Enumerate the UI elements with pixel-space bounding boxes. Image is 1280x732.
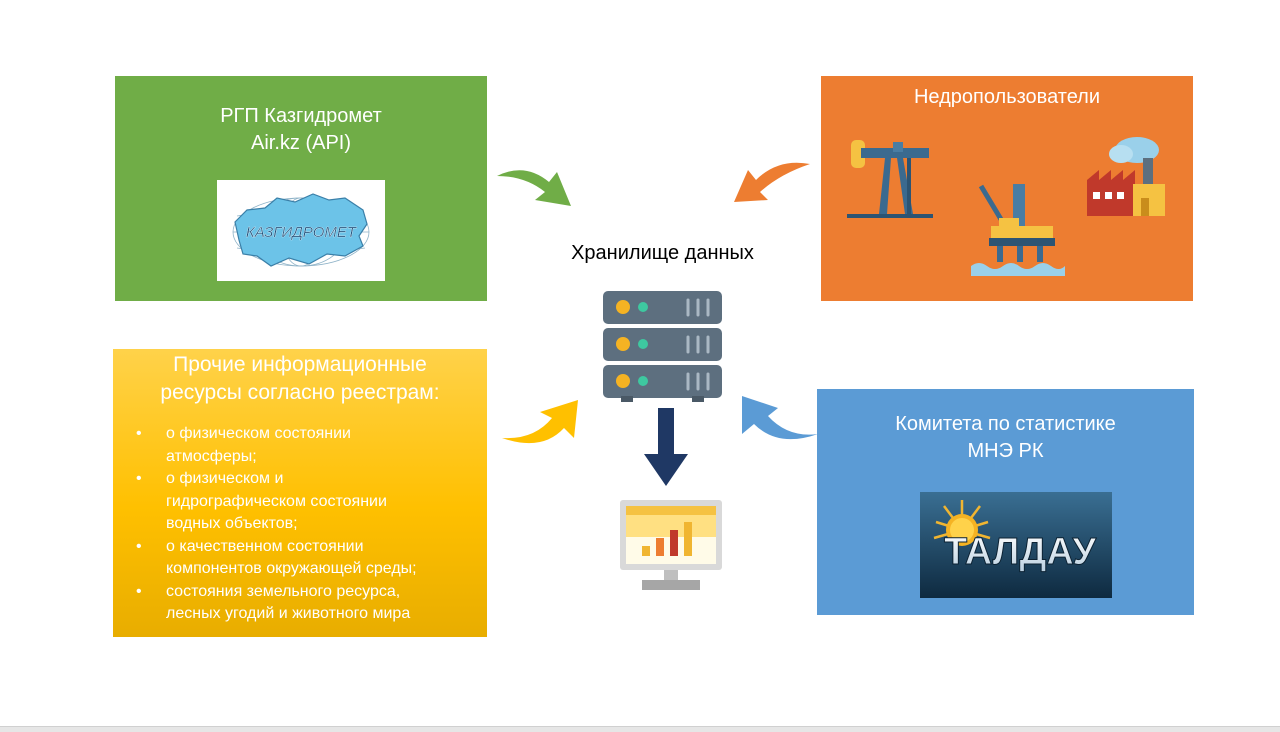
statistics-box: Комитета по статистике МНЭ РК: [817, 389, 1194, 615]
list-item: • состояния земельного ресурса, лесных у…: [113, 581, 466, 626]
taldau-logo-text: ТАЛДАУ: [944, 531, 1096, 573]
list-item-text: состояния земельного ресурса,: [166, 582, 401, 600]
other-resources-title-line1: Прочие информационные: [173, 353, 427, 376]
list-item-text: о качественном состоянии: [166, 537, 364, 555]
kazhydromet-box: РГП Казгидромет Air.kz (API) КАЗГИДРОМЕТ: [115, 76, 487, 301]
other-resources-box: Прочие информационные ресурсы согласно р…: [113, 349, 487, 637]
kazhydromet-title-line1: РГП Казгидромет: [220, 105, 382, 127]
list-item: • о физическом состоянии атмосферы;: [113, 423, 466, 468]
down-arrow-icon: [644, 408, 688, 486]
other-resources-title: Прочие информационные ресурсы согласно р…: [113, 351, 487, 407]
list-item-text: лесных угодий и животного мира: [166, 605, 411, 622]
taldau-logo: ТАЛДАУ: [920, 492, 1112, 598]
kazhydromet-title-line2: Air.kz (API): [250, 132, 351, 154]
blue-arrow-icon: [742, 396, 818, 440]
yellow-arrow-icon: [502, 400, 578, 444]
bullet-icon: •: [136, 582, 142, 600]
list-item-text: о физическом и: [166, 470, 284, 487]
list-item: • о физическом и гидрографическом состоя…: [113, 468, 466, 536]
oil-platform-icon: [971, 184, 1065, 276]
kazakhstan-map-icon: КАЗГИДРОМЕТ: [232, 193, 370, 267]
monitor-chart-icon: [620, 500, 722, 590]
taldau-logo-icon: ТАЛДАУ: [920, 492, 1112, 598]
list-item-text: гидрографическом состоянии: [166, 492, 387, 510]
list-item-text: атмосферы;: [166, 447, 257, 465]
kazhydromet-logo-text: КАЗГИДРОМЕТ: [246, 224, 358, 241]
list-item-text: компонентов окружающей среды;: [166, 560, 417, 577]
statistics-title-line2: МНЭ РК: [967, 440, 1044, 462]
bullet-icon: •: [136, 470, 142, 487]
subsoil-users-title: Недропользователи: [913, 86, 1101, 108]
subsoil-users-box: Недропользователи: [821, 76, 1193, 301]
kazhydromet-title: РГП Казгидромет Air.kz (API): [115, 103, 487, 157]
other-resources-title-line2: ресурсы согласно реестрам:: [160, 381, 440, 404]
kazhydromet-logo: КАЗГИДРОМЕТ: [217, 180, 385, 281]
bullet-icon: •: [136, 537, 142, 555]
list-item-text: о физическом состоянии: [166, 425, 351, 442]
list-item: • о качественном состоянии компонентов о…: [113, 536, 466, 581]
statistics-title: Комитета по статистике МНЭ РК: [817, 411, 1194, 465]
factory-icon: [1087, 137, 1165, 216]
bottom-bar: [0, 726, 1280, 732]
list-item-text: водных объектов;: [166, 515, 298, 532]
statistics-title-line1: Комитета по статистике: [895, 413, 1116, 435]
orange-arrow-icon: [734, 162, 810, 202]
green-arrow-icon: [497, 170, 571, 206]
oil-pump-icon: [847, 140, 933, 218]
resources-list: • о физическом состоянии атмосферы; • о …: [113, 423, 466, 626]
server-icon: [603, 291, 722, 402]
storage-label: Хранилище данных: [571, 242, 754, 264]
bullet-icon: •: [136, 425, 142, 442]
